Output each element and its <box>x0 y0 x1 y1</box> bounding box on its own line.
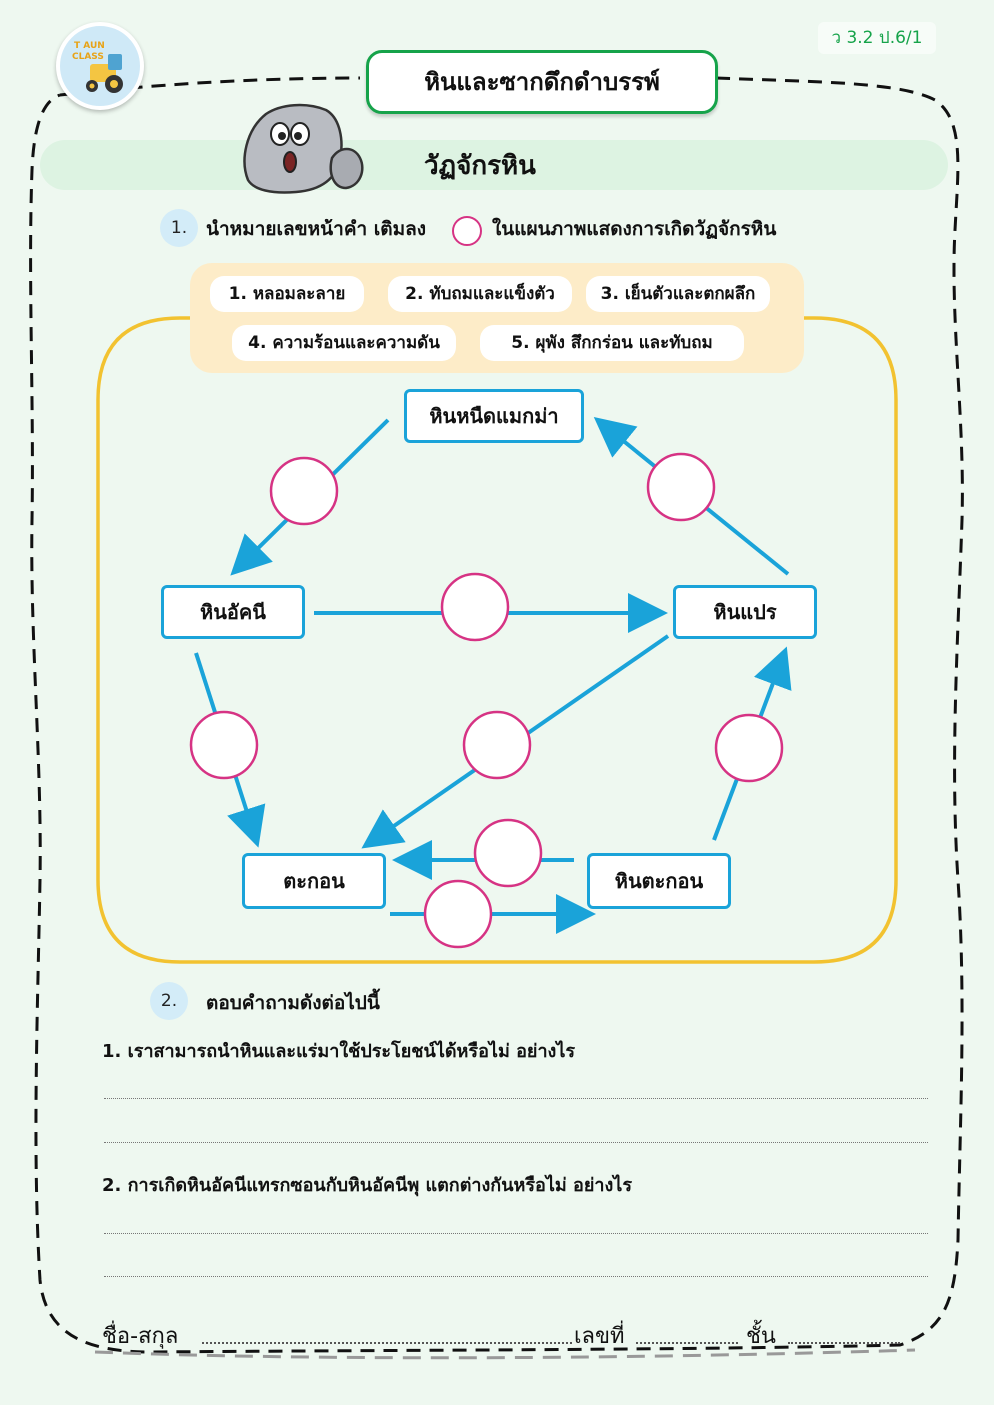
node-sedimentary-rock: หินตะกอน <box>587 853 731 909</box>
class-label: ชั้น <box>746 1324 776 1349</box>
logo-text-2: CLASS <box>72 52 104 62</box>
choice-3: 3. เย็นตัวและตกผลึก <box>586 276 770 312</box>
choice-2: 2. ทับถมและแข็งตัว <box>388 276 572 312</box>
tractor-icon: T AUN CLASS <box>72 41 123 93</box>
answer-circle-sedimentary-metamorphic <box>714 713 784 783</box>
subtitle: วัฏจักรหิน <box>424 151 536 181</box>
instruction-text-after: ในแผนภาพแสดงการเกิดวัฏจักรหิน <box>492 218 777 240</box>
choice-5: 5. ผุพัง สึกกร่อน และทับถม <box>480 325 744 361</box>
section-2-heading: ตอบคำถามดังต่อไปนี้ <box>206 992 380 1014</box>
node-sediment: ตะกอน <box>242 853 386 909</box>
answer-circle-igneous-metamorphic <box>440 572 510 642</box>
node-metamorphic-rock: หินแปร <box>673 585 817 639</box>
node-magma: หินหนืดแมกม่า <box>404 389 584 443</box>
choice-1: 1. หลอมละลาย <box>210 276 364 312</box>
section-2-number: 2. <box>150 982 188 1020</box>
instruction-text-before: นำหมายเลขหน้าคำ เติมลง <box>206 218 427 240</box>
section-1-number: 1. <box>160 209 198 247</box>
answer-circle-metamorphic-sediment <box>462 710 532 780</box>
answer-line-1a[interactable] <box>104 1098 928 1099</box>
number-label: เลขที่ <box>574 1324 625 1349</box>
answer-line-2a[interactable] <box>104 1233 928 1234</box>
class-logo: T AUN CLASS <box>56 22 144 110</box>
name-label: ชื่อ-สกุล <box>102 1324 179 1349</box>
answer-line-1b[interactable] <box>104 1142 928 1143</box>
answer-circle-metamorphic-magma <box>646 452 716 522</box>
instruction-circle-icon <box>452 216 482 246</box>
answer-circle-sedimentary-sediment <box>473 818 543 888</box>
name-field[interactable] <box>202 1342 572 1344</box>
question-1: 1. เราสามารถนำหินและแร่มาใช้ประโยชน์ได้ห… <box>102 1041 576 1062</box>
answer-circle-sediment-sedimentary <box>423 879 493 949</box>
number-field[interactable] <box>636 1342 738 1344</box>
node-igneous-rock: หินอัคนี <box>161 585 305 639</box>
answer-circle-igneous-sediment <box>189 710 259 780</box>
answer-line-2b[interactable] <box>104 1276 928 1277</box>
class-field[interactable] <box>788 1342 900 1344</box>
subtitle-band <box>40 140 948 190</box>
rock-mascot-icon <box>243 103 364 194</box>
worksheet-title: หินและซากดึกดำบรรพ์ <box>366 50 718 114</box>
curriculum-code-badge: ว 3.2 ป.6/1 <box>818 22 936 54</box>
answer-circle-magma-igneous <box>269 456 339 526</box>
question-2: 2. การเกิดหินอัคนีแทรกซอนกับหินอัคนีพุ แ… <box>102 1175 632 1196</box>
logo-text-1: T AUN <box>74 41 105 51</box>
choice-4: 4. ความร้อนและความดัน <box>232 325 456 361</box>
